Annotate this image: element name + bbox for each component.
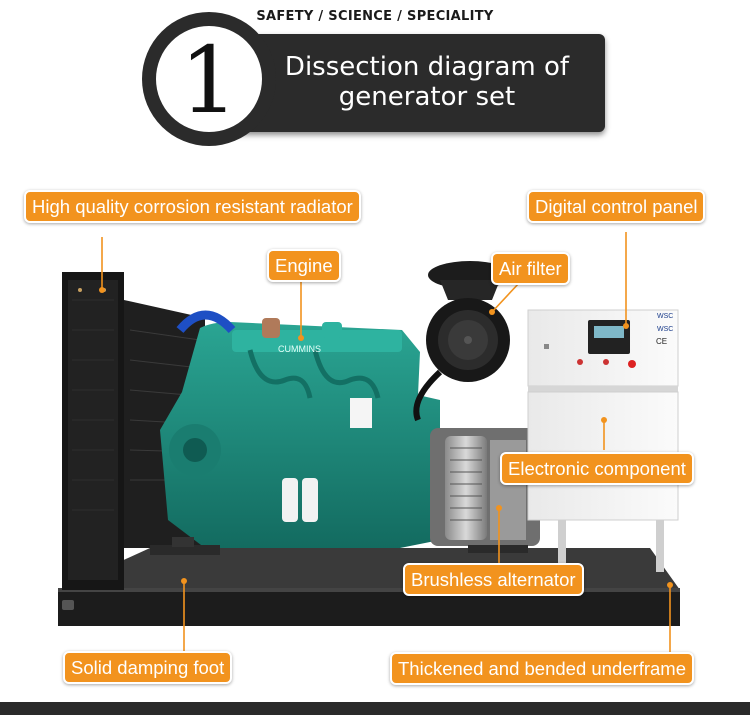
underframe-label: Thickened and bended underframe: [390, 652, 694, 685]
alternator-label: Brushless alternator: [403, 563, 584, 596]
diagram-title-line1: Dissection diagram of: [284, 52, 570, 82]
air-filter-label: Air filter: [491, 252, 570, 285]
air-filter: [413, 261, 512, 422]
electronic-component-label: Electronic component: [500, 452, 694, 485]
control-cabinet: [527, 309, 679, 572]
engine: [160, 310, 440, 548]
diagram-title: Dissection diagram of generator set: [262, 52, 592, 112]
panel-brand-bottom: WSC: [657, 326, 673, 333]
diagram-title-line2: generator set: [338, 82, 516, 112]
tagline: SAFETY / SCIENCE / SPECIALITY: [256, 9, 494, 24]
underframe: [58, 548, 680, 626]
air-filter-leader: [491, 281, 521, 313]
number-badge: 1: [156, 26, 262, 132]
radiator-label: High quality corrosion resistant radiato…: [24, 190, 361, 223]
damping-foot-label: Solid damping foot: [63, 651, 233, 684]
engine-label: Engine: [267, 249, 341, 282]
footer-bar: [0, 702, 750, 715]
control-panel-label: Digital control panel: [527, 190, 706, 223]
alternator: [430, 428, 540, 546]
section-number: 1: [179, 27, 239, 134]
panel-brand-top: WSC: [657, 313, 673, 320]
engine-brand-mark: CUMMINS: [278, 344, 321, 354]
ce-mark: CE: [656, 337, 667, 346]
damping-foot: [150, 537, 528, 555]
